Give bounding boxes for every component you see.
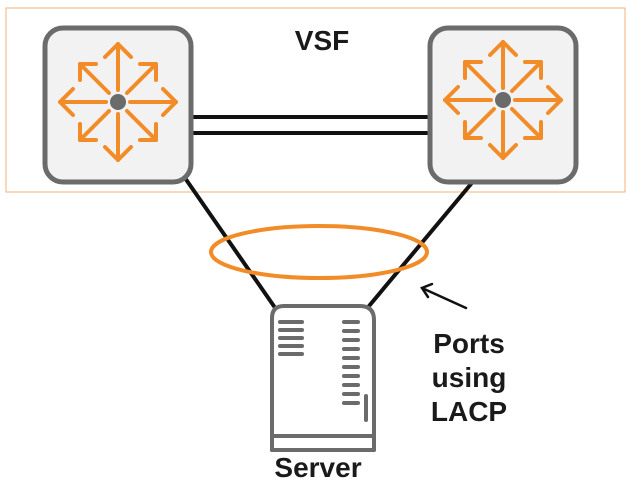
annotation-arrow [420, 282, 468, 310]
server-tower-icon [270, 304, 376, 452]
vsf-title: VSF [295, 25, 349, 56]
annotation-line-2: using [432, 362, 507, 393]
annotation-line-3: LACP [431, 396, 507, 427]
router-arrows-icon [58, 42, 178, 162]
vsf-frame [5, 7, 626, 193]
left-switch [42, 25, 194, 185]
annotation-line-1: Ports [433, 328, 505, 359]
server-label: Server [274, 452, 361, 483]
vsf-link [190, 115, 430, 135]
link-left-switch-to-server [183, 176, 280, 314]
right-switch [427, 25, 579, 185]
lacp-ellipse [209, 224, 429, 280]
router-arrows-icon [443, 40, 563, 160]
